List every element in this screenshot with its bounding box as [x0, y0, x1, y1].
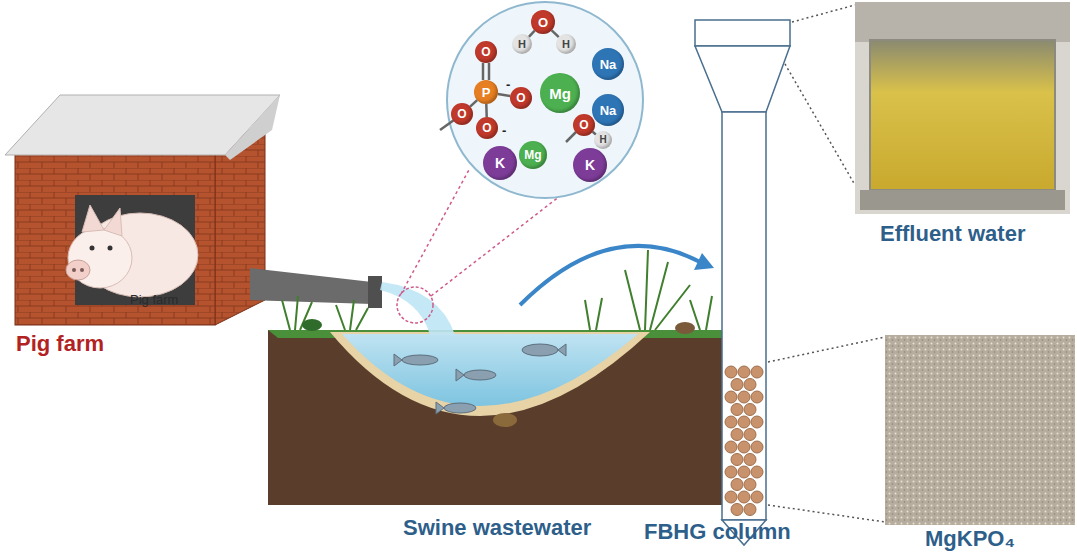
section-title: MgKPO₄: [925, 527, 1015, 551]
hydrogel-bead: [738, 441, 750, 453]
transfer-arrow: [520, 246, 700, 305]
atom-symbol: H: [562, 39, 570, 50]
arrow-head: [694, 253, 714, 270]
photo-leader: [768, 337, 885, 362]
atom-circle: O: [451, 103, 473, 125]
atom-symbol: Na: [600, 104, 617, 117]
atom-circle: H: [594, 131, 612, 149]
chemical-bond: [470, 100, 477, 107]
atom-symbol: O: [579, 119, 588, 131]
photo-leader: [785, 64, 855, 185]
hydrogel-bead: [725, 391, 737, 403]
section-title: Pig farm: [16, 332, 104, 356]
atom-symbol: Na: [600, 58, 617, 71]
photo-leader: [792, 5, 855, 22]
hydrogel-bead: [731, 479, 743, 491]
atom-symbol: Mg: [524, 149, 541, 161]
hydrogel-bead: [744, 454, 756, 466]
effluent-photo: [855, 2, 1070, 214]
atom-symbol: K: [495, 156, 505, 170]
hydrogel-bead: [751, 491, 763, 503]
hydrogel-bead: [744, 404, 756, 416]
hydrogel-bead: [751, 466, 763, 478]
section-title: FBHG column: [644, 520, 791, 544]
atom-symbol: O: [538, 16, 548, 29]
atom-circle: Mg: [519, 141, 547, 169]
pig-farm-building: [5, 95, 280, 325]
atom-circle: H: [512, 34, 532, 54]
atom-circle: O: [476, 117, 498, 139]
atom-circle: O: [573, 114, 595, 136]
methyl-stub: [566, 132, 576, 142]
atom-symbol: Mg: [549, 86, 571, 101]
atom-symbol: O: [457, 108, 466, 120]
atom-circle: K: [483, 146, 517, 180]
hydrogel-bead: [725, 466, 737, 478]
chemical-bond: [482, 63, 485, 80]
mgkpo4-photo: [885, 335, 1075, 525]
hydrogel-bead: [738, 391, 750, 403]
discharge-pipe: [250, 268, 382, 308]
atom-circle: K: [573, 148, 607, 182]
hydrogel-bead: [725, 416, 737, 428]
hydrogel-bead: [738, 366, 750, 378]
hydrogel-bead: [731, 454, 743, 466]
atom-symbol: O: [482, 122, 491, 134]
building-sign: Pig farm: [130, 293, 178, 307]
charge-sign: -: [502, 124, 506, 138]
atom-symbol: P: [482, 86, 491, 99]
hydrogel-bead: [744, 479, 756, 491]
water-jet: [380, 282, 455, 335]
hydrogel-bead: [751, 366, 763, 378]
chemical-bond: [488, 63, 491, 80]
atom-symbol: K: [585, 158, 595, 172]
atom-circle: Na: [592, 48, 624, 80]
hydrogel-bead: [751, 391, 763, 403]
atom-symbol: O: [516, 92, 525, 104]
methyl-stub: [440, 120, 454, 130]
chemical-bond: [529, 31, 535, 37]
zoom-leader: [401, 168, 470, 294]
hydrogel-bead: [731, 379, 743, 391]
hydrogel-bead: [738, 416, 750, 428]
charge-sign: -: [506, 78, 510, 92]
hydrogel-bead: [738, 491, 750, 503]
hydrogel-bead: [751, 441, 763, 453]
fbhg-column: [695, 20, 790, 545]
hydrogel-bead: [744, 504, 756, 516]
hydrogel-bead: [725, 366, 737, 378]
atom-symbol: O: [481, 46, 490, 58]
pond-ground: [268, 250, 755, 505]
atom-circle: O: [531, 10, 555, 34]
hydrogel-bead: [744, 429, 756, 441]
hydrogel-bead: [738, 466, 750, 478]
hydrogel-bead: [731, 429, 743, 441]
chemical-bond: [552, 30, 559, 37]
hydrogel-bead: [744, 379, 756, 391]
zoom-leader: [431, 196, 560, 296]
zoom-circle: [447, 2, 643, 198]
section-title: Swine wastewater: [403, 516, 591, 540]
hydrogel-bead: [751, 416, 763, 428]
hydrogel-bead: [725, 491, 737, 503]
hydrogel-bead: [731, 404, 743, 416]
atom-circle: O: [475, 41, 497, 63]
atom-circle: H: [556, 34, 576, 54]
atom-symbol: H: [518, 39, 526, 50]
atom-circle: P: [474, 80, 498, 104]
chemical-bond: [498, 94, 510, 96]
atom-circle: Na: [592, 94, 624, 126]
atom-circle: O: [510, 87, 532, 109]
hydrogel-bead: [731, 504, 743, 516]
atom-circle: Mg: [540, 73, 580, 113]
section-title: Effluent water: [880, 222, 1025, 246]
chemical-bond: [485, 104, 488, 117]
atom-symbol: H: [599, 135, 606, 145]
hydrogel-bead: [725, 441, 737, 453]
beads: [725, 366, 763, 516]
